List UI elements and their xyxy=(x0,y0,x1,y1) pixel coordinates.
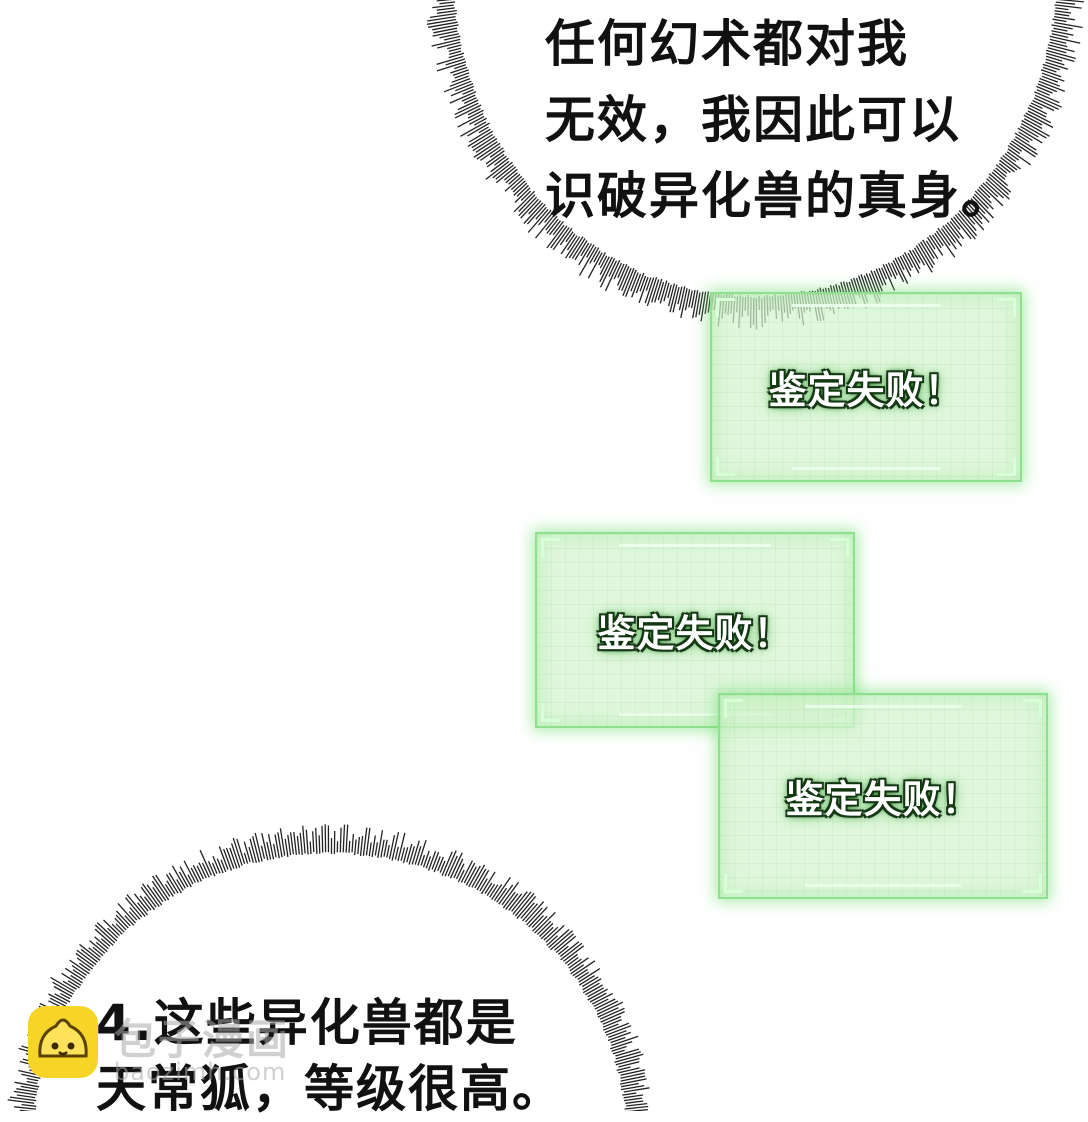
panel-3-message: 鉴定失败！ xyxy=(720,769,1046,824)
panel-2-message: 鉴定失败！ xyxy=(537,603,853,658)
appraisal-failed-panel-3: 鉴定失败！ xyxy=(718,693,1048,899)
site-watermark: 包子漫画 baozimh.com xyxy=(22,1000,322,1100)
top-bubble-line-1: 任何幻术都对我 xyxy=(545,6,1013,82)
panel-1-message: 鉴定失败！ xyxy=(712,360,1020,415)
top-bubble-line-2: 无效，我因此可以 xyxy=(545,82,1013,158)
watermark-url-text: baozimh.com xyxy=(114,1058,286,1086)
top-bubble-text: 任何幻术都对我 无效，我因此可以 识破异化兽的真身。 xyxy=(545,6,1013,234)
appraisal-failed-panel-1: 鉴定失败！ xyxy=(710,292,1022,482)
steamed-bun-icon xyxy=(26,1004,100,1080)
top-bubble-line-3: 识破异化兽的真身。 xyxy=(545,158,1013,234)
